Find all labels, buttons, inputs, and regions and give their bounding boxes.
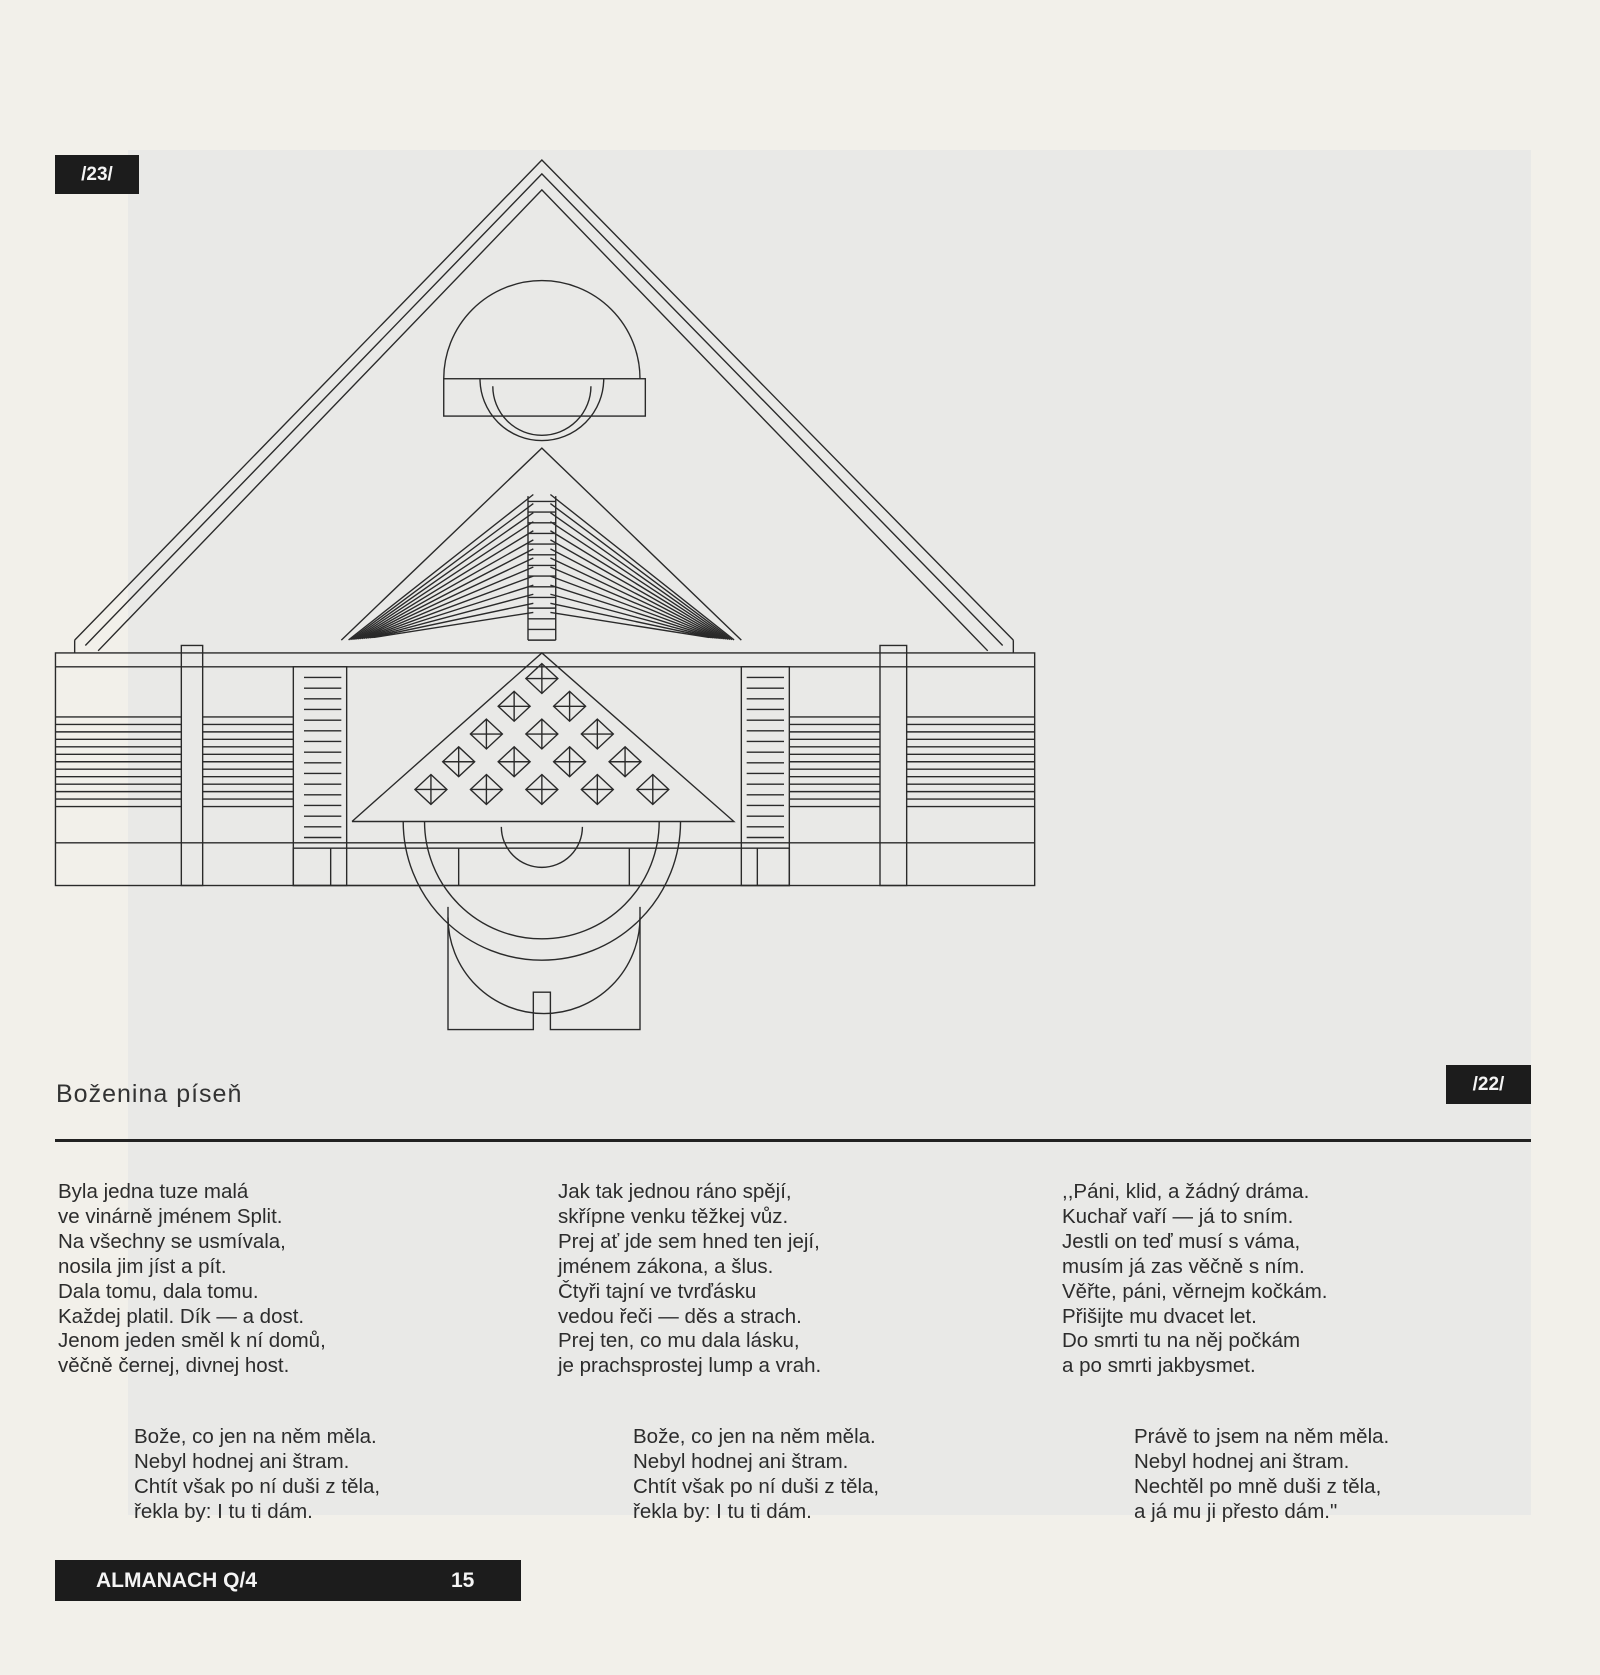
poem-line: a po smrti jakbysmet. bbox=[1062, 1354, 1256, 1378]
poem-line: Jenom jeden směl k ní domů, bbox=[58, 1329, 326, 1353]
poem-title: Boženina píseň bbox=[56, 1080, 243, 1108]
verse-2: Jak tak jednou ráno spějí,skřípne venku … bbox=[558, 1180, 821, 1379]
figure-label-22: /22/ bbox=[1446, 1065, 1531, 1104]
poem-line: Do smrti tu na něj počkám bbox=[1062, 1329, 1301, 1353]
poem-line: Na všechny se usmívala, bbox=[58, 1229, 286, 1253]
poem-line: Právě to jsem na něm měla. bbox=[1134, 1425, 1390, 1448]
poem-line: Věřte, páni, věrnejm kočkám. bbox=[1062, 1279, 1328, 1303]
refrain-3: Právě to jsem na něm měla.Nebyl hodnej a… bbox=[1134, 1425, 1389, 1525]
poem-line: Prej ať jde sem hned ten její, bbox=[558, 1229, 820, 1253]
poem-line: Nebyl hodnej ani štram. bbox=[1134, 1449, 1350, 1473]
poem-line: Chtít však po ní duši z těla, bbox=[633, 1474, 880, 1498]
poem-line: Každej platil. Dík — a dost. bbox=[58, 1304, 305, 1328]
poem-line: řekla by: I tu ti dám. bbox=[633, 1499, 812, 1523]
refrain-2: Bože, co jen na něm měla.Nebyl hodnej an… bbox=[633, 1425, 879, 1525]
poem-line: Chtít však po ní duši z těla, bbox=[134, 1474, 381, 1498]
inner-pyramid bbox=[340, 447, 742, 641]
poem-line: skřípne venku těžkej vůz. bbox=[558, 1204, 789, 1228]
poem-line: Bože, co jen na něm měla. bbox=[134, 1425, 377, 1448]
poem-line: Jak tak jednou ráno spějí, bbox=[558, 1180, 792, 1203]
publication-name: ALMANACH Q/4 bbox=[96, 1569, 257, 1592]
poem-line: vedou řeči — děs a strach. bbox=[558, 1304, 802, 1328]
poem-line: Byla jedna tuze malá bbox=[58, 1180, 249, 1203]
poem-line: Prej ten, co mu dala lásku, bbox=[558, 1329, 800, 1353]
poem-line: ,,Páni, klid, a žádný dráma. bbox=[1062, 1180, 1310, 1203]
poem-line: Nebyl hodnej ani štram. bbox=[134, 1449, 350, 1473]
poem-line: řekla by: I tu ti dám. bbox=[134, 1499, 313, 1523]
poem-line: Dala tomu, dala tomu. bbox=[58, 1279, 259, 1303]
figure-label-23: /23/ bbox=[55, 155, 139, 194]
poem-line: musím já zas věčně s ním. bbox=[1062, 1254, 1305, 1278]
poem-line: Kuchař vaří — já to sním. bbox=[1062, 1204, 1294, 1228]
stripes bbox=[55, 676, 1035, 839]
poem-line: Nebyl hodnej ani štram. bbox=[633, 1449, 849, 1473]
divider-rule bbox=[55, 1139, 1531, 1142]
outer-roof bbox=[73, 159, 1015, 653]
poem-line: a já mu ji přesto dám." bbox=[1134, 1499, 1338, 1523]
poem-line: ve vinárně jménem Split. bbox=[58, 1204, 283, 1228]
footer-bar: ALMANACH Q/4 15 bbox=[55, 1560, 521, 1601]
poem-line: Bože, co jen na něm měla. bbox=[633, 1425, 876, 1448]
top-semicircle bbox=[443, 279, 647, 442]
poem-line: Jestli on teď musí s váma, bbox=[1062, 1229, 1301, 1253]
page-number: 15 bbox=[451, 1569, 475, 1592]
poem-line: Čtyři tajní ve tvrďásku bbox=[558, 1279, 757, 1303]
verse-3: ,,Páni, klid, a žádný dráma.Kuchař vaří … bbox=[1062, 1180, 1327, 1379]
building-body bbox=[54, 644, 1036, 887]
poem-line: nosila jim jíst a pít. bbox=[58, 1254, 227, 1278]
bottom-semicircles bbox=[402, 821, 682, 1031]
poem-line: jménem zákona, a šlus. bbox=[558, 1254, 774, 1278]
poem-line: Nechtěl po mně duši z těla, bbox=[1134, 1474, 1382, 1498]
poem-line: je prachsprostej lump a vrah. bbox=[558, 1354, 822, 1378]
poem-line: věčně černej, divnej host. bbox=[58, 1354, 290, 1378]
refrain-1: Bože, co jen na něm měla.Nebyl hodnej an… bbox=[134, 1425, 380, 1525]
diamond-grid bbox=[351, 652, 736, 823]
poem-line: Přišijte mu dvacet let. bbox=[1062, 1304, 1257, 1328]
